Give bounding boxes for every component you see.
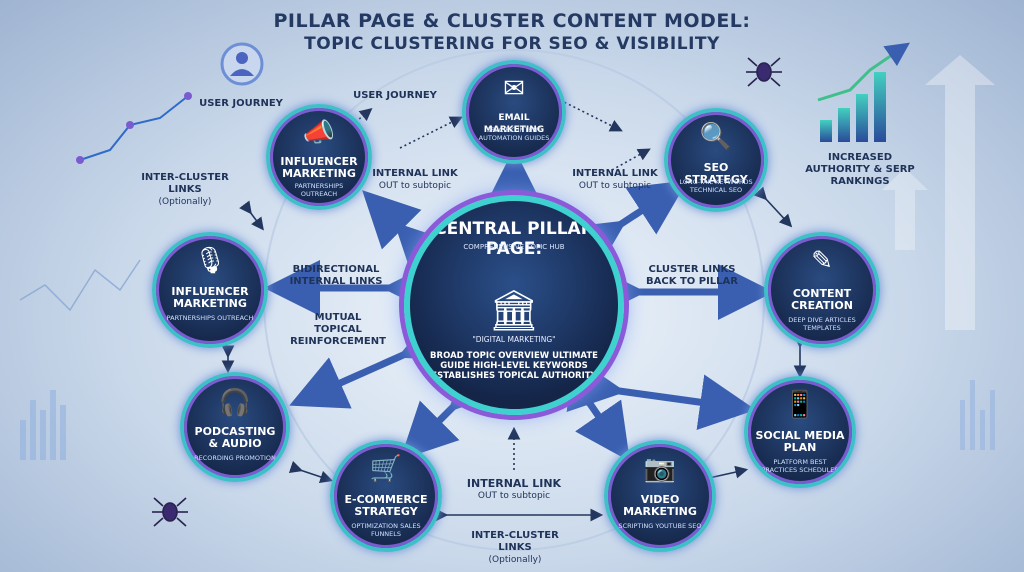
label-subtext: (Optionally): [158, 197, 212, 207]
node-video-marketing: 📷 VIDEO MARKETING SCRIPTING YOUTUBE SEO: [604, 440, 716, 552]
spider-icon-bottom: [152, 497, 188, 527]
node-sub: OPTIMIZATION SALES FUNNELS: [351, 522, 421, 538]
building-icon: 🏛: [488, 288, 540, 334]
authority-bar-chart: [817, 42, 910, 142]
node-content-creation: ✎ CONTENT CREATION DEEP DIVE ARTICLES TE…: [764, 232, 880, 348]
node-title: PODCASTING & AUDIO: [194, 425, 276, 450]
email-icon: ✉: [503, 74, 525, 104]
label-inter-cluster-left: INTER-CLUSTER LINKS (Optionally): [130, 172, 240, 208]
user-journey-chart: [79, 95, 189, 161]
label-bidirectional: BIDIRECTIONAL INTERNAL LINKS: [289, 264, 383, 287]
label-text: INTERNAL LINK: [372, 168, 458, 179]
node-seo-strategy: 🔍 SEO STRATEGY LONG-TAIL KEYWORDS TECHNI…: [664, 108, 768, 212]
spider-icon-top: [746, 57, 782, 87]
label-text: INTERNAL LINK: [572, 168, 658, 179]
label-internal-link-left: INTERNAL LINK OUT to subtopic: [370, 168, 460, 192]
microphone-icon: 🎙: [193, 246, 227, 276]
node-sub: PARTNERSHIPS OUTREACH: [294, 182, 344, 198]
node-title: SEO STRATEGY: [684, 161, 748, 186]
node-social-media-plan: 📱 SOCIAL MEDIA PLAN PLATFORM BEST PRACTI…: [744, 376, 856, 488]
label-cluster-back: CLUSTER LINKS BACK TO PILLAR: [646, 264, 738, 287]
page-title: PILLAR PAGE & CLUSTER CONTENT MODEL:: [273, 10, 751, 32]
page-subtitle: TOPIC CLUSTERING FOR SEO & VISIBILITY: [304, 34, 720, 54]
arrow-podcasting: [289, 309, 460, 409]
label-authority: INCREASED AUTHORITY & SERP RANKINGS: [805, 152, 915, 187]
arrow-seo: [564, 180, 688, 275]
label-user-journey-left: USER JOURNEY: [199, 98, 283, 109]
label-inter-cluster-bottom: INTER-CLUSTER LINKS (Optionally): [460, 530, 570, 566]
central-pillar-node: CENTRAL PILLAR PAGE: COMPREHENSIVE TOPIC…: [404, 195, 624, 415]
arrow-influencer-top: [362, 190, 454, 282]
pillar-description: BROAD TOPIC OVERVIEW ULTIMATE GUIDE HIGH…: [430, 351, 598, 381]
pillar-quote: "DIGITAL MARKETING": [472, 335, 556, 344]
headphones-icon: 🎧: [218, 388, 252, 418]
social-icon: 📱: [783, 390, 817, 420]
label-subtext: OUT to subtopic: [578, 181, 652, 191]
label-internal-link-bottom: INTERNAL LINK OUT to subtopic: [464, 478, 564, 502]
node-sub: DEEP DIVE ARTICLES TEMPLATES: [788, 316, 856, 332]
label-mutual: MUTUAL TOPICAL REINFORCEMENT: [290, 312, 386, 347]
node-sub: SCRIPTING YOUTUBE SEO: [618, 522, 702, 530]
node-title: INFLUENCER MARKETING: [280, 155, 358, 180]
camera-icon: 📷: [643, 454, 677, 484]
node-title: CONTENT CREATION: [791, 287, 853, 312]
label-subtext: OUT to subtopic: [378, 181, 452, 191]
node-sub: RECORDING PROMOTION: [194, 454, 276, 462]
megaphone-icon: 📣: [302, 118, 336, 148]
node-email-marketing: ✉ EMAIL MARKETING SPECIFIC INTENT AUTOMA…: [462, 60, 566, 164]
user-avatar-icon: [220, 42, 264, 86]
label-user-journey-top: USER JOURNEY: [353, 90, 437, 101]
arrow-social: [566, 356, 756, 430]
label-text: INTER-CLUSTER LINKS: [141, 172, 229, 195]
node-title: VIDEO MARKETING: [623, 493, 697, 518]
label-subtext: (Optionally): [488, 555, 542, 565]
arrow-video: [539, 347, 630, 462]
node-title: INFLUENCER MARKETING: [171, 285, 249, 310]
cart-icon: 🛒: [369, 454, 403, 484]
node-influencer-marketing-mid: 🎙 INFLUENCER MARKETING PARTNERSHIPS OUTR…: [152, 232, 268, 348]
node-influencer-marketing-top: 📣 INFLUENCER MARKETING PARTNERSHIPS OUTR…: [266, 104, 372, 210]
pillar-title: CENTRAL PILLAR PAGE:: [434, 219, 594, 259]
node-sub: PARTNERSHIPS OUTREACH: [166, 314, 254, 322]
node-title: SOCIAL MEDIA PLAN: [755, 429, 845, 454]
pencil-icon: ✎: [811, 246, 833, 276]
label-text: INTER-CLUSTER LINKS: [471, 530, 559, 553]
node-title: EMAIL MARKETING: [483, 113, 545, 135]
node-title: E-COMMERCE STRATEGY: [344, 493, 428, 518]
node-sub: SPECIFIC INTENT AUTOMATION GUIDES: [478, 126, 550, 142]
node-sub: PLATFORM BEST PRACTICES SCHEDULES: [761, 458, 839, 474]
label-internal-link-right: INTERNAL LINK OUT to subtopic: [570, 168, 660, 192]
arrow-ecommerce: [400, 352, 508, 460]
node-podcasting-audio: 🎧 PODCASTING & AUDIO RECORDING PROMOTION: [180, 372, 290, 482]
magnifier-icon: 🔍: [699, 122, 733, 152]
label-subtext: OUT to subtopic: [477, 491, 551, 501]
pillar-subtitle: COMPREHENSIVE TOPIC HUB: [463, 243, 565, 251]
node-ecommerce-strategy: 🛒 E-COMMERCE STRATEGY OPTIMIZATION SALES…: [330, 440, 442, 552]
node-sub: LONG-TAIL KEYWORDS TECHNICAL SEO: [679, 178, 753, 194]
label-text: INTERNAL LINK: [466, 477, 562, 490]
